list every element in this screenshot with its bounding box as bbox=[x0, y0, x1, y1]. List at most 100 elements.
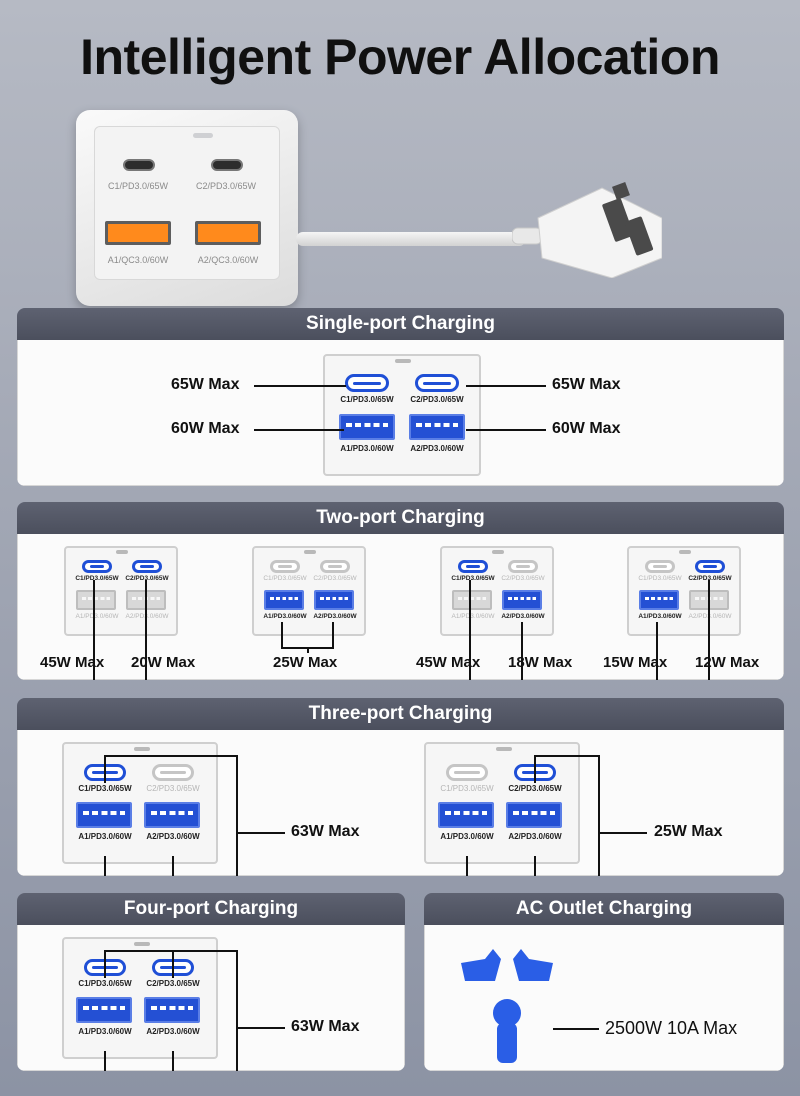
charger-diagram: C1/PD3.0/65W C2/PD3.0/65W A1/PD3.0/60W A… bbox=[424, 742, 580, 864]
three-port-d1-label: 63W Max bbox=[291, 823, 360, 840]
port-label-c1: C1/PD3.0/65W bbox=[340, 395, 394, 404]
panel-header: Three-port Charging bbox=[17, 698, 784, 730]
panel-header: Two-port Charging bbox=[17, 502, 784, 534]
connector-line bbox=[104, 755, 106, 783]
charger-diagram: C1/PD3.0/65W C2/PD3.0/65W A1/PD3.0/60W A… bbox=[62, 742, 218, 864]
charger-diagram: C1/PD3.0/65W C2/PD3.0/65W A1/PD3.0/60W A… bbox=[440, 546, 554, 636]
hero-c1-label: C1/PD3.0/65W bbox=[107, 181, 169, 191]
usb-c-port-icon bbox=[320, 560, 350, 573]
panel-body: 2500W 10A Max bbox=[424, 925, 784, 1071]
connector-line bbox=[172, 950, 174, 978]
connector-line bbox=[172, 1051, 174, 1071]
panel-body: C1/PD3.0/65W C2/PD3.0/65W A1/PD3.0/60W A… bbox=[17, 534, 784, 680]
single-port-panel: Single-port Charging C1/PD3.0/65W C2/PD3… bbox=[17, 308, 784, 486]
port-label: C1/PD3.0/65W bbox=[638, 575, 682, 582]
usb-c-port-icon bbox=[415, 374, 459, 392]
usb-c-port-icon bbox=[82, 560, 112, 573]
two-port-panel: Two-port Charging C1/PD3.0/65W C2/PD3.0/… bbox=[17, 502, 784, 680]
usb-a-port-icon bbox=[452, 590, 492, 610]
two-port-d4-right-label: 12W Max bbox=[695, 654, 760, 671]
connector-line bbox=[104, 1051, 106, 1071]
port-label: C2/PD3.0/65W bbox=[146, 979, 200, 988]
port-label: A1/PD3.0/60W bbox=[78, 832, 132, 841]
port-label: A1/PD3.0/60W bbox=[75, 613, 119, 620]
usb-c-port-icon bbox=[695, 560, 725, 573]
usb-c-port-icon bbox=[152, 764, 194, 781]
panel-header: Single-port Charging bbox=[17, 308, 784, 340]
power-cable bbox=[296, 232, 526, 246]
charger-diagram: C1/PD3.0/65W C2/PD3.0/65W A1/PD3.0/60W A… bbox=[62, 937, 218, 1059]
hero-c2-label: C2/PD3.0/65W bbox=[195, 181, 257, 191]
usb-c-port-icon bbox=[270, 560, 300, 573]
usb-c-port-icon bbox=[123, 159, 155, 171]
connector-line bbox=[237, 832, 285, 834]
a1-max-label: 60W Max bbox=[171, 420, 240, 437]
port-label: C2/PD3.0/65W bbox=[501, 575, 545, 582]
four-port-panel: Four-port Charging C1/PD3.0/65W C2/PD3.0… bbox=[17, 893, 405, 1071]
port-label-a2: A2/PD3.0/60W bbox=[410, 444, 464, 453]
port-label-a1: A1/PD3.0/60W bbox=[340, 444, 394, 453]
port-label: A1/PD3.0/60W bbox=[263, 613, 307, 620]
port-label: C1/PD3.0/65W bbox=[75, 575, 119, 582]
connector-line bbox=[236, 755, 238, 876]
two-port-d2-label: 25W Max bbox=[273, 654, 338, 671]
port-label: C2/PD3.0/65W bbox=[146, 784, 200, 793]
port-label: C2/PD3.0/65W bbox=[508, 784, 562, 793]
port-label: A2/PD3.0/60W bbox=[508, 832, 562, 841]
connector-line bbox=[332, 622, 334, 648]
connector-line bbox=[145, 580, 147, 680]
indicator-led bbox=[679, 550, 691, 554]
usb-a-port-icon bbox=[105, 221, 171, 245]
connector-line bbox=[534, 856, 536, 876]
port-label: A2/PD3.0/60W bbox=[146, 832, 200, 841]
indicator-led bbox=[304, 550, 316, 554]
usb-a-port-icon bbox=[76, 997, 132, 1023]
connector-line bbox=[534, 755, 599, 757]
port-label: A1/PD3.0/60W bbox=[451, 613, 495, 620]
port-label: A2/PD3.0/60W bbox=[313, 613, 357, 620]
panel-header: Four-port Charging bbox=[17, 893, 405, 925]
connector-line bbox=[281, 622, 283, 648]
connector-line bbox=[254, 429, 344, 431]
ac-max-label: 2500W 10A Max bbox=[605, 1018, 738, 1038]
usb-c-port-icon bbox=[132, 560, 162, 573]
port-label: C1/PD3.0/65W bbox=[451, 575, 495, 582]
usb-a-port-icon bbox=[409, 414, 465, 440]
page-title: Intelligent Power Allocation bbox=[80, 29, 720, 85]
port-label: A2/PD3.0/60W bbox=[688, 613, 732, 620]
port-label: C1/PD3.0/65W bbox=[263, 575, 307, 582]
connector-line bbox=[656, 622, 658, 680]
two-port-d3-left-label: 45W Max bbox=[416, 654, 481, 671]
usb-a-port-icon bbox=[506, 802, 562, 828]
port-label: A2/PD3.0/60W bbox=[146, 1027, 200, 1036]
panel-header: AC Outlet Charging bbox=[424, 893, 784, 925]
connector-line bbox=[599, 832, 647, 834]
usb-a-port-icon bbox=[76, 590, 116, 610]
connector-line bbox=[598, 755, 600, 876]
port-label: A1/PD3.0/60W bbox=[638, 613, 682, 620]
connector-line bbox=[237, 1027, 285, 1029]
ac-socket-icon bbox=[461, 949, 553, 1063]
port-label: A2/PD3.0/60W bbox=[501, 613, 545, 620]
port-label: C2/PD3.0/65W bbox=[313, 575, 357, 582]
two-port-d3-right-label: 18W Max bbox=[508, 654, 573, 671]
usb-a-port-icon bbox=[144, 802, 200, 828]
indicator-led bbox=[496, 747, 512, 751]
connector-line bbox=[466, 385, 546, 387]
connector-line bbox=[521, 622, 523, 680]
usb-c-port-icon bbox=[211, 159, 243, 171]
connector-line bbox=[104, 856, 106, 876]
charger-diagram: C1/PD3.0/65W C2/PD3.0/65W A1/PD3.0/60W A… bbox=[252, 546, 366, 636]
panel-body: C1/PD3.0/65W C2/PD3.0/65W A1/PD3.0/60W A… bbox=[17, 925, 405, 1071]
charger-face: C1/PD3.0/65W C2/PD3.0/65W A1/QC3.0/60W A… bbox=[94, 126, 280, 280]
panel-body: C1/PD3.0/65W C2/PD3.0/65W A1/PD3.0/60W A… bbox=[17, 340, 784, 486]
c1-max-label: 65W Max bbox=[171, 376, 240, 393]
connector-line bbox=[172, 856, 174, 876]
port-label-c2: C2/PD3.0/65W bbox=[410, 395, 464, 404]
port-label: C2/PD3.0/65W bbox=[125, 575, 169, 582]
port-label: C1/PD3.0/65W bbox=[78, 979, 132, 988]
port-label: A2/PD3.0/60W bbox=[125, 613, 169, 620]
two-port-d1-left-label: 45W Max bbox=[40, 654, 105, 671]
usb-c-port-icon bbox=[508, 560, 538, 573]
port-label: C1/PD3.0/65W bbox=[440, 784, 494, 793]
